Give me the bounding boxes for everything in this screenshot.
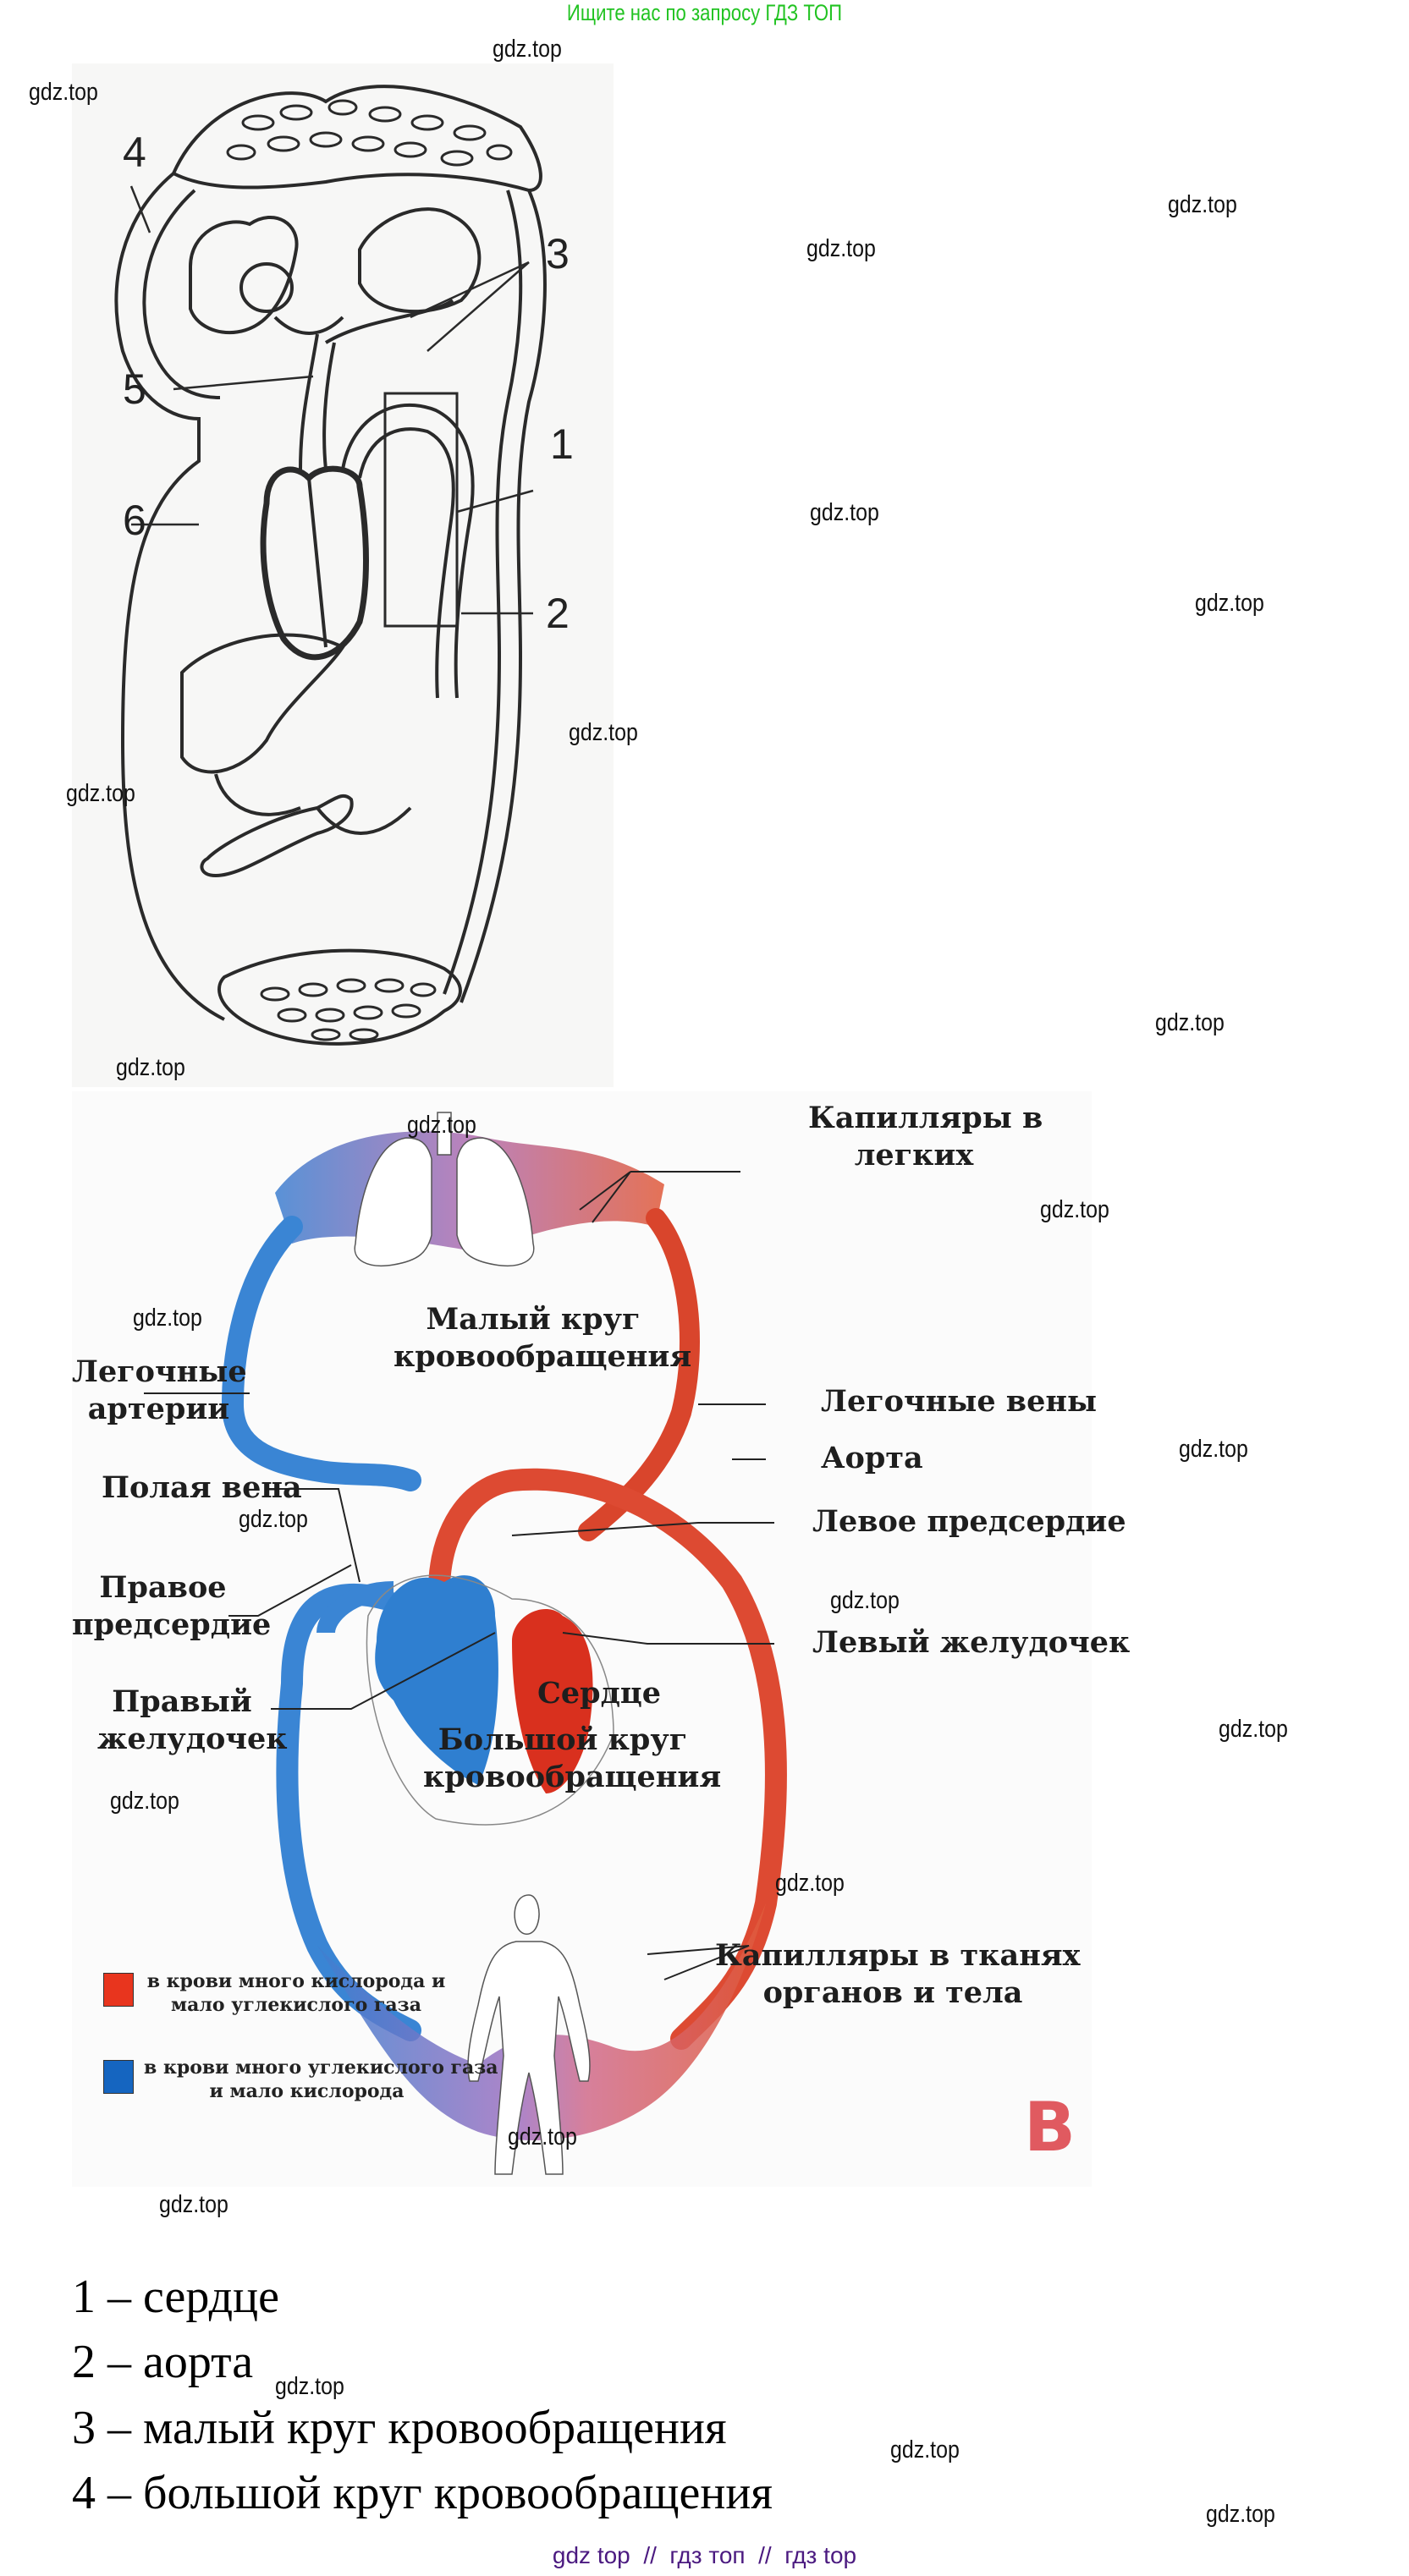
right-lung-capillaries — [358, 207, 482, 314]
watermark: gdz.top — [810, 499, 879, 526]
systemic-loop-right — [460, 189, 547, 1003]
footer-links[interactable]: gdz top // гдз топ // гдз top — [552, 2542, 857, 2568]
figure-a-label-2: 2 — [546, 590, 570, 637]
watermark: gdz.top — [775, 1870, 845, 1897]
figure-a-svg — [114, 85, 547, 1046]
answer-item: 4 – большой круг кровообращения — [72, 2467, 773, 2519]
watermark: gdz.top — [239, 1506, 308, 1533]
heart-right-side — [375, 1575, 498, 1785]
answer-item: 2 – аорта — [72, 2336, 254, 2388]
answer-item: 1 – сердце — [72, 2271, 279, 2323]
watermark: gdz.top — [1206, 2501, 1275, 2528]
watermark: gdz.top — [806, 235, 876, 262]
watermark: gdz.top — [407, 1112, 476, 1139]
figure-b-svg — [144, 1112, 787, 2175]
legend-line: в крови много кислорода и — [146, 1970, 446, 1992]
label-big-circle: Большой круг кровообращения — [423, 1722, 722, 1796]
figure-a-label-6: 6 — [123, 497, 146, 544]
figure-a-label-1: 1 — [550, 420, 574, 468]
label-line: Большой круг — [438, 1722, 688, 1757]
legend-item-deoxygenated: в крови много углекислого газа и мало ки… — [144, 2056, 498, 2103]
legend-line: и мало кислорода — [209, 2080, 405, 2102]
label-left-atrium: Левое предсердие — [812, 1504, 1126, 1539]
figure-a-label-3: 3 — [546, 230, 570, 277]
figure-a-label-5: 5 — [123, 365, 146, 413]
watermark: gdz.top — [1168, 191, 1237, 218]
watermark: gdz.top — [1195, 590, 1264, 617]
left-lung-capillaries — [189, 215, 299, 335]
watermark: gdz.top — [830, 1587, 900, 1614]
human-silhouette — [467, 1894, 591, 2175]
watermark: gdz.top — [569, 719, 638, 746]
label-line: органов и тела — [762, 1975, 1023, 2010]
label-small-circle: Малый круг кровообращения — [394, 1301, 692, 1376]
label-line: Малый круг — [426, 1302, 641, 1337]
watermark: gdz.top — [133, 1304, 202, 1332]
label-line: желудочек — [97, 1722, 288, 1756]
answer-item: 3 – малый круг кровообращения — [72, 2402, 727, 2454]
watermark: gdz.top — [1179, 1436, 1248, 1463]
legend-item-oxygenated: в крови много кислорода и мало углекисло… — [144, 1969, 449, 2017]
legend-swatch-deoxygenated — [103, 2060, 134, 2094]
watermark: gdz.top — [1040, 1196, 1109, 1223]
lungs-illustration — [354, 1112, 535, 1266]
label-right-ventricle: Правый желудочек — [97, 1683, 288, 1758]
figure-b-circulation-diagram: Капилляры в легких Малый круг кровообращ… — [72, 1091, 1130, 2187]
label-line: легких — [854, 1138, 974, 1173]
label-tissue-capillaries: Капилляры в тканях органов и тела — [715, 1937, 1081, 2012]
aorta-arch — [341, 403, 475, 699]
watermark: gdz.top — [1219, 1716, 1288, 1743]
label-line: Капилляры в — [808, 1101, 1043, 1135]
systemic-loop-left — [114, 172, 225, 1021]
watermark: gdz.top — [275, 2373, 344, 2400]
intestine — [200, 794, 354, 878]
heart-left-side — [512, 1608, 593, 1793]
figure-a-circulation-drawing: 4 3 5 1 6 2 — [72, 63, 614, 1087]
aorta-vessel — [427, 1468, 787, 2050]
label-pulmonary-arteries: Легочные артерии — [72, 1354, 247, 1428]
watermark: gdz.top — [159, 2191, 228, 2218]
label-line: Правое — [99, 1570, 227, 1605]
body-capillary-bed — [317, 1903, 766, 2140]
label-line: предсердие — [72, 1607, 272, 1642]
label-pulmonary-veins: Легочные вены — [821, 1384, 1098, 1419]
label-left-ventricle: Левый желудочек — [812, 1625, 1131, 1660]
label-line: артерии — [87, 1392, 230, 1426]
search-banner: Ищите нас по запросу ГДЗ ТОП — [566, 0, 843, 25]
legend-swatch-oxygenated — [103, 1973, 134, 2007]
watermark: gdz.top — [29, 79, 98, 106]
label-line: Правый — [112, 1684, 252, 1719]
label-line: кровообращения — [423, 1760, 722, 1794]
label-lung-capillaries: Капилляры в легких — [808, 1100, 1043, 1174]
watermark: gdz.top — [66, 780, 135, 807]
watermark: gdz.top — [890, 2436, 960, 2463]
heart-bracket-box — [383, 392, 459, 628]
legend-line: мало углекислого газа — [171, 1994, 421, 2016]
head-capillary-bed — [171, 85, 542, 193]
heart-outline — [260, 465, 369, 661]
watermark: gdz.top — [1155, 1009, 1225, 1036]
label-aorta: Аорта — [821, 1441, 923, 1475]
label-vena-cava: Полая вена — [102, 1470, 302, 1505]
label-line: Капилляры в тканях — [715, 1938, 1081, 1973]
label-right-atrium: Правое предсердие — [72, 1569, 272, 1644]
figure-a-label-4: 4 — [123, 129, 146, 176]
label-line: Легочные — [72, 1354, 247, 1389]
label-heart: Сердце — [537, 1676, 662, 1711]
label-line: кровообращения — [394, 1339, 692, 1374]
body-capillary-bed — [217, 948, 462, 1046]
figure-letter: B — [1024, 2088, 1076, 2167]
watermark: gdz.top — [508, 2123, 577, 2150]
watermark: gdz.top — [493, 36, 562, 63]
legend-line: в крови много углекислого газа — [144, 2057, 498, 2079]
liver-capillaries — [180, 633, 345, 774]
watermark: gdz.top — [116, 1054, 185, 1081]
watermark: gdz.top — [110, 1788, 179, 1815]
pulmonary-artery-vessel — [221, 1216, 421, 1491]
